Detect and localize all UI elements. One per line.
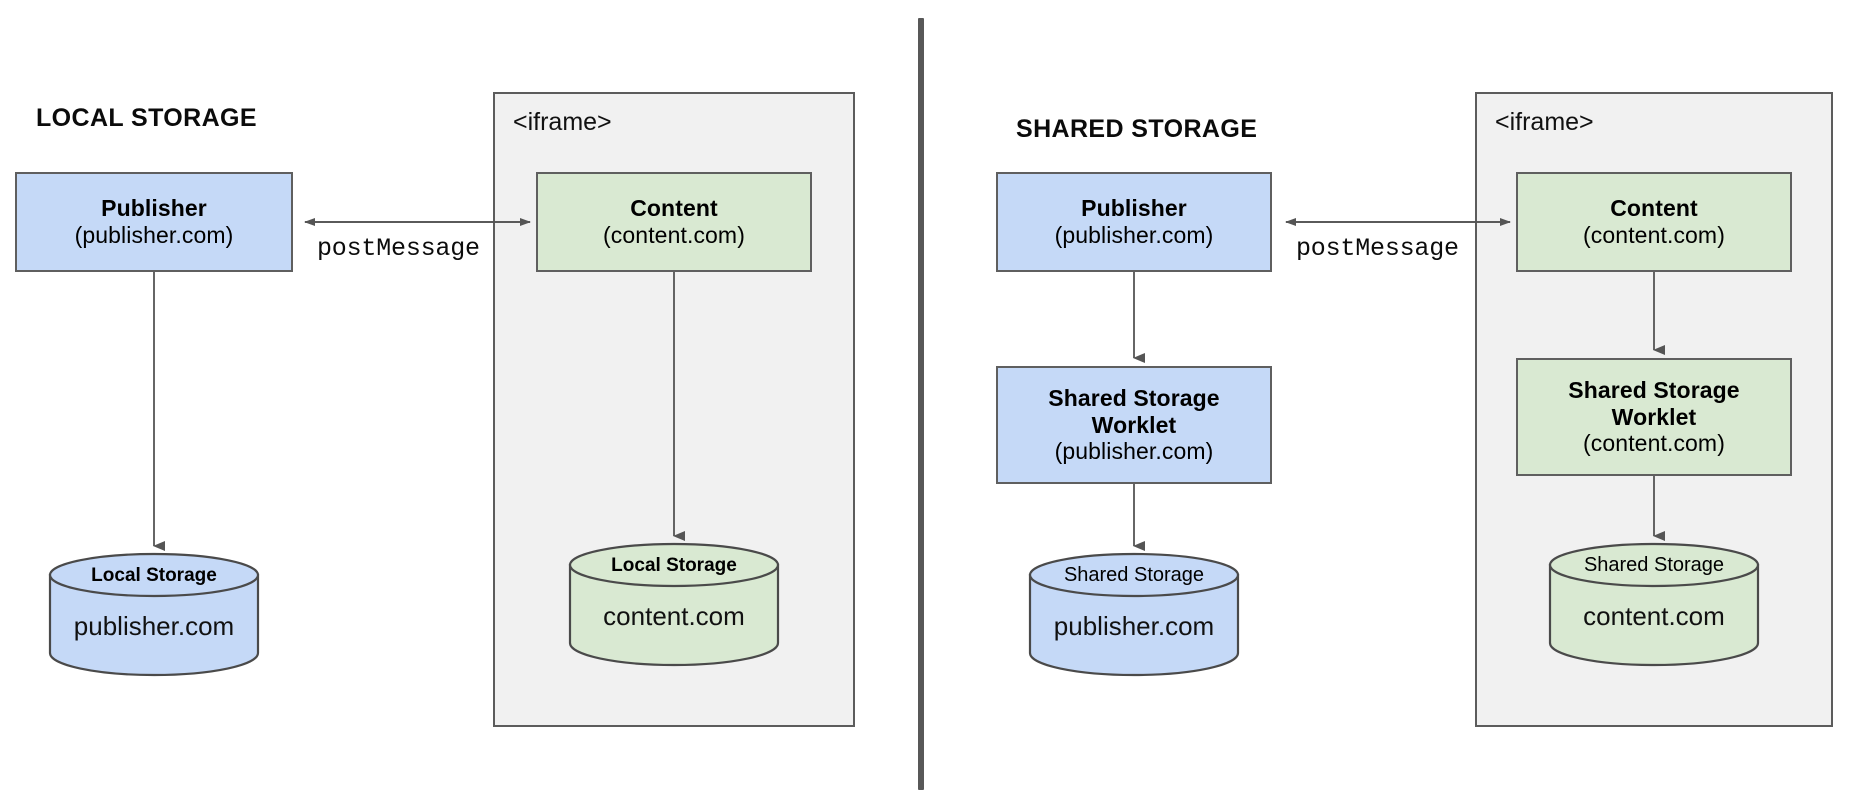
right-publisher-name: Publisher: [1081, 195, 1187, 222]
right-publisher-node[interactable]: Publisher (publisher.com): [996, 172, 1272, 272]
right-postmessage-label: postMessage: [1296, 234, 1459, 263]
right-iframe-label: <iframe>: [1495, 108, 1594, 136]
panel-divider: [918, 18, 924, 790]
right-publisher-origin: (publisher.com): [1054, 222, 1214, 248]
left-content-node[interactable]: Content (content.com): [536, 172, 812, 272]
right-content-worklet-origin: (content.com): [1583, 430, 1725, 457]
left-panel-title: LOCAL STORAGE: [36, 104, 257, 132]
right-publisher-worklet-line1: Shared Storage: [1048, 384, 1220, 411]
left-content-storage-cylinder[interactable]: Local Storage content.com: [568, 542, 780, 667]
left-iframe-label: <iframe>: [513, 108, 612, 136]
right-publisher-storage-kind: Shared Storage: [1063, 564, 1205, 586]
right-publisher-worklet-node[interactable]: Shared Storage Worklet (publisher.com): [996, 366, 1272, 484]
right-panel-title: SHARED STORAGE: [1016, 115, 1258, 143]
left-content-storage-kind: Local Storage: [611, 555, 737, 576]
left-content-origin: (content.com): [603, 222, 745, 248]
right-publisher-storage-cylinder[interactable]: Shared Storage publisher.com: [1028, 552, 1240, 677]
right-content-node[interactable]: Content (content.com): [1516, 172, 1792, 272]
right-publisher-worklet-line2: Worklet: [1091, 411, 1177, 438]
right-content-storage-cylinder[interactable]: Shared Storage content.com: [1548, 542, 1760, 667]
left-publisher-origin: (publisher.com): [74, 222, 234, 248]
right-content-storage-kind: Shared Storage: [1583, 554, 1725, 576]
left-content-storage-origin: content.com: [603, 601, 745, 631]
left-publisher-storage-origin: publisher.com: [73, 611, 235, 641]
right-content-worklet-node[interactable]: Shared Storage Worklet (content.com): [1516, 358, 1792, 476]
right-content-worklet-line1: Shared Storage: [1568, 376, 1740, 403]
left-publisher-node[interactable]: Publisher (publisher.com): [15, 172, 293, 272]
right-content-worklet-line2: Worklet: [1611, 403, 1697, 430]
left-publisher-name: Publisher: [101, 195, 207, 222]
right-content-storage-origin: content.com: [1583, 601, 1725, 631]
right-publisher-worklet-origin: (publisher.com): [1054, 438, 1214, 465]
left-postmessage-label: postMessage: [317, 234, 480, 263]
right-content-origin: (content.com): [1583, 222, 1725, 248]
right-content-name: Content: [1610, 195, 1698, 222]
right-publisher-storage-origin: publisher.com: [1053, 611, 1215, 641]
left-content-name: Content: [630, 195, 718, 222]
left-publisher-storage-cylinder[interactable]: Local Storage publisher.com: [48, 552, 260, 677]
left-publisher-storage-kind: Local Storage: [91, 565, 217, 586]
